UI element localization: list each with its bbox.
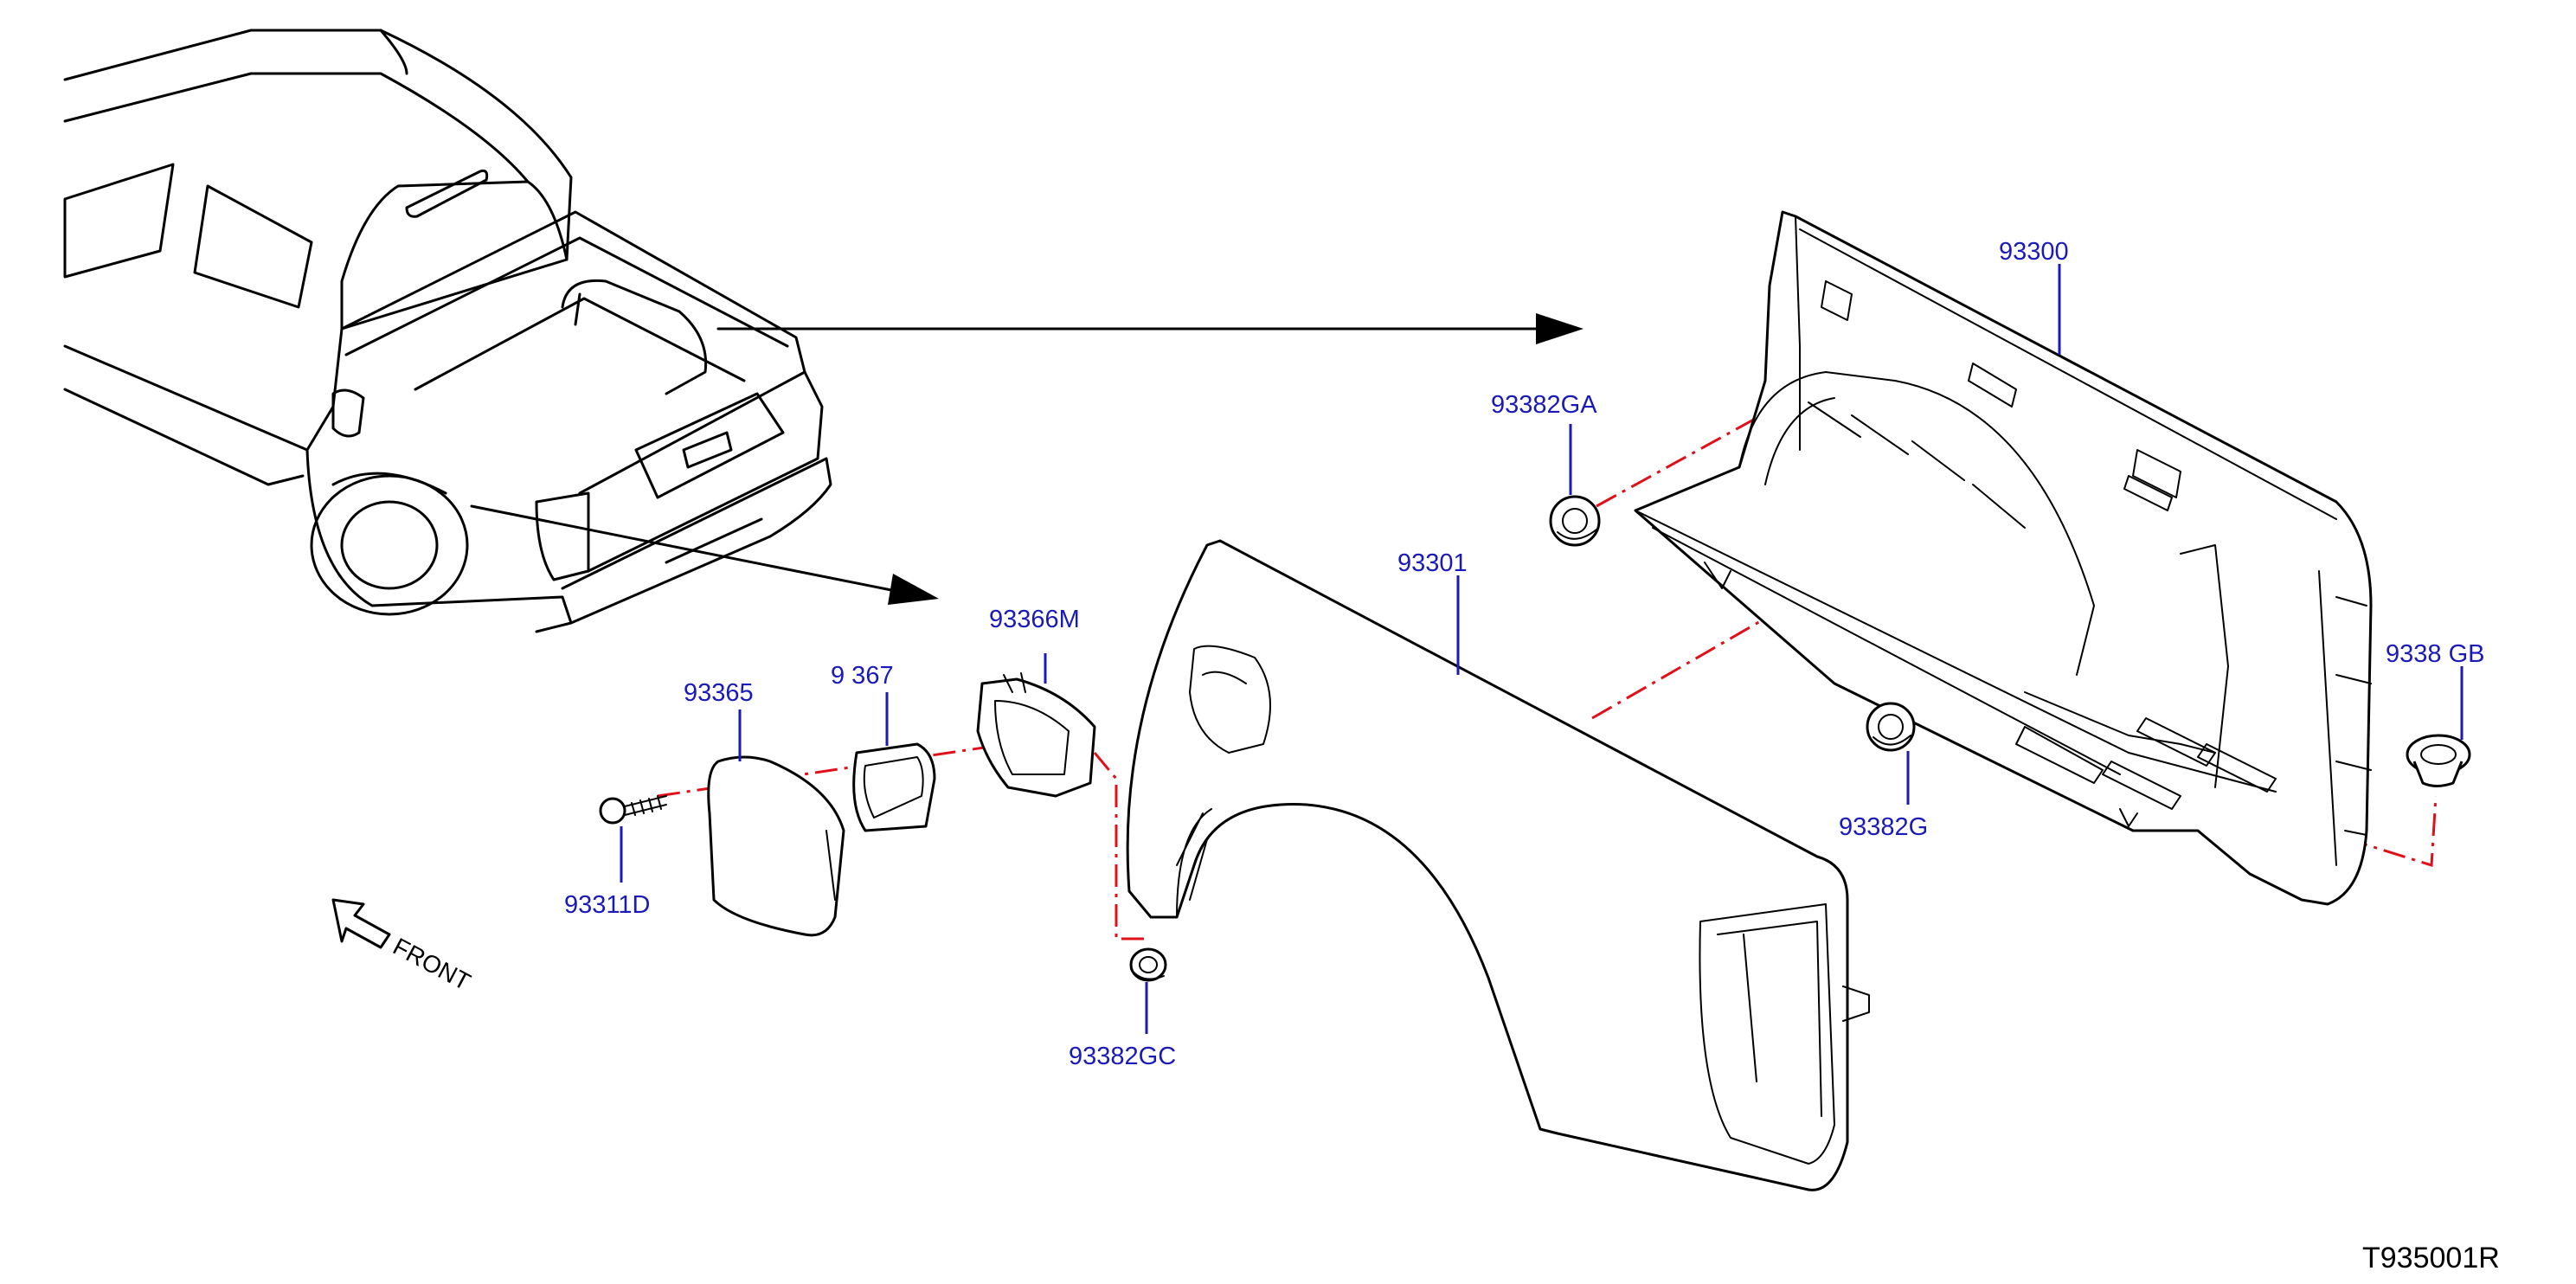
grommet-93382GA — [1549, 495, 1601, 547]
front-label: FRONT — [389, 933, 475, 996]
label-93382G: 93382G — [1839, 813, 1928, 841]
fuel-lid-93365 — [707, 755, 845, 937]
grommet-93382G — [1866, 702, 1916, 752]
bed-inner-panel — [1634, 210, 2373, 906]
truck-illustration — [63, 29, 1584, 633]
label-93311D: 93311D — [564, 891, 650, 919]
part-number-labels: 93300 93301 93382GA 9338 GB 93382G 93382… — [564, 238, 2484, 1070]
label-93382GC: 93382GC — [1069, 1043, 1176, 1070]
label-93366M: 93366M — [989, 606, 1080, 633]
label-93300: 93300 — [1999, 238, 2069, 266]
plug-93382GB — [2406, 734, 2471, 787]
front-arrow-icon — [331, 898, 391, 949]
label-93382GA: 93382GA — [1491, 391, 1597, 419]
filler-base-93366M — [976, 672, 1096, 798]
seal-93367 — [852, 742, 936, 832]
label-93367: 9 367 — [831, 662, 894, 690]
grommet-93382GC — [1129, 947, 1167, 982]
leader-lines — [620, 264, 2464, 1034]
label-93365: 93365 — [684, 679, 754, 707]
screw-93311D — [599, 795, 667, 825]
drawing-code: T935001R — [2362, 1242, 2500, 1274]
label-93301: 93301 — [1397, 549, 1468, 577]
front-direction-indicator: FRONT — [331, 898, 475, 996]
label-93382GB: 9338 GB — [2386, 640, 2484, 668]
outer-rear-fender — [1126, 539, 1870, 1191]
fuel-filler-parts — [599, 495, 2471, 982]
